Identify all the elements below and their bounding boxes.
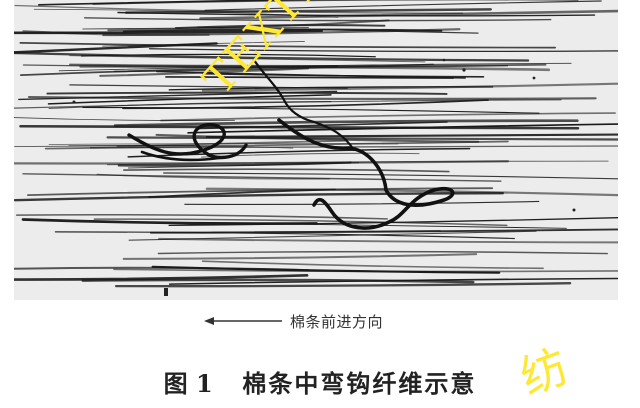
fiber-strand [69,55,426,63]
fiber-strand [19,65,339,76]
fiber-strand [122,28,443,33]
hooked-fiber-2 [277,118,455,230]
fiber-strand [187,123,618,134]
fiber-strand [122,253,478,260]
fiber-strand [107,19,390,32]
left-arrow-icon [204,317,282,325]
hooked-fiber-4 [140,150,221,162]
sliver-direction-indicator: 棉条前进方向 [204,310,383,332]
fiber-strand [102,40,305,47]
fiber-strand [19,42,557,49]
parallel-fibers [14,0,618,288]
direction-label: 棉条前进方向 [290,312,384,331]
fiber-strand [199,9,618,20]
fiber-strand [69,63,547,67]
fiber-strand [124,8,492,14]
fiber-strand [201,82,618,92]
fiber-strand [14,51,530,62]
fiber-strand [184,200,540,206]
fiber-strand [14,4,464,14]
fiber-micrograph-image [14,0,618,300]
fiber-strand [54,231,515,240]
fiber-strand [80,53,376,58]
fiber-strand [106,136,618,141]
fiber-strand [14,273,309,281]
fiber-strand [127,162,359,169]
fiber-strand [114,282,572,288]
fiber-strand [89,145,618,149]
fiber-strand [14,192,504,202]
fiber-strand [83,17,552,22]
figure-title: 棉条中弯钩纤维示意 [242,370,477,398]
fiber-strand [19,125,580,130]
fiber-strand [204,0,602,11]
fiber-strand [157,250,609,255]
fiber-strand [18,90,338,101]
hooked-fibers [127,58,455,230]
fiber-strand [113,119,579,127]
fiber-strand [68,144,294,149]
fiber-strand [160,112,616,122]
fiber-strand [37,0,322,6]
fiber-strand [151,265,501,274]
fiber-strand [22,173,502,182]
hooked-fiber-3 [252,58,356,152]
fiber-strand [205,187,618,197]
fiber-strand [123,168,450,173]
fiber-strand [93,218,508,227]
fiber-strand [168,86,494,91]
fiber-strand [46,91,448,95]
fiber-strand [201,260,544,270]
fiber-strand [27,187,494,196]
fiber-strand [174,24,386,30]
fiber-strand [106,160,609,166]
fiber-strand [201,72,485,78]
figure-caption: 图 1 棉条中弯钩纤维示意 [0,364,640,399]
image-background [14,0,618,300]
fiber-strand [148,48,618,53]
fiber-strand [47,94,332,105]
fiber-strand [99,67,310,77]
fiber-strand [22,30,210,37]
fiber-strand [81,278,475,284]
fiber-strand [158,237,618,244]
fiber-strand [168,217,618,227]
figure-number: 图 1 [163,369,213,398]
fiber-strand [14,117,235,121]
fiber-strand [117,11,596,17]
fiber-strand [48,143,399,146]
fiber-strand [205,133,618,138]
fiber-strand [165,76,455,79]
fiber-strand [163,172,618,180]
fiber-strand [82,106,540,114]
fiber-specks [72,58,576,296]
